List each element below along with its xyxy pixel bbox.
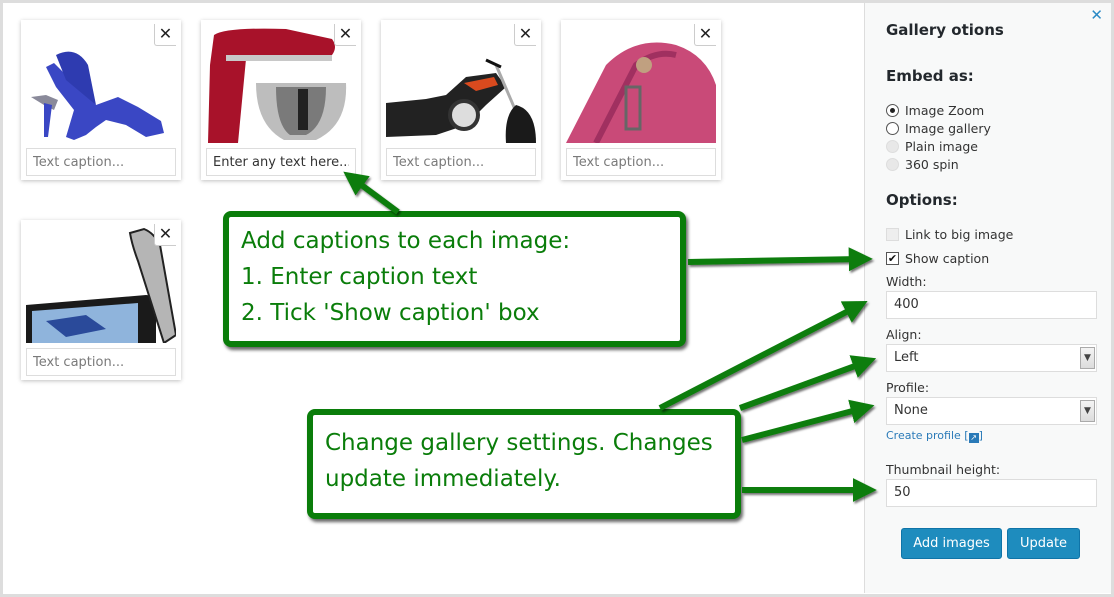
radio-image-zoom[interactable]: Image Zoom bbox=[886, 101, 984, 119]
radio-button[interactable] bbox=[886, 103, 899, 117]
radio-button[interactable] bbox=[886, 121, 899, 135]
checkbox-link-big-image[interactable]: Link to big image bbox=[886, 225, 1013, 243]
gallery-area: ✕ ✕ bbox=[3, 3, 864, 594]
checkbox-show-caption[interactable]: ✔ Show caption bbox=[886, 249, 989, 267]
radio-label: Image Zoom bbox=[905, 102, 985, 118]
checkbox[interactable] bbox=[886, 227, 899, 241]
align-label: Align: bbox=[886, 327, 922, 342]
checkbox-label: Link to big image bbox=[905, 226, 1014, 242]
add-images-button[interactable]: Add images bbox=[901, 528, 1002, 559]
thumbnail-image-pink-purse bbox=[566, 25, 716, 143]
create-profile-link[interactable]: Create profile [↗] bbox=[886, 429, 983, 443]
external-link-icon: ↗ bbox=[968, 433, 979, 443]
create-profile-label: Create profile [ bbox=[886, 429, 969, 442]
callout-line: update immediately. bbox=[325, 466, 561, 492]
radio-label: Plain image bbox=[905, 138, 978, 154]
remove-image-button[interactable]: ✕ bbox=[694, 24, 716, 46]
radio-image-gallery[interactable]: Image gallery bbox=[886, 119, 991, 137]
thumbnail-image-motorcycle bbox=[386, 25, 536, 143]
thumbnail-height-input[interactable]: 50 bbox=[886, 479, 1097, 507]
width-label: Width: bbox=[886, 274, 927, 289]
remove-image-button[interactable]: ✕ bbox=[154, 224, 176, 246]
thumbnail-image-media-player bbox=[26, 225, 176, 343]
options-heading: Options: bbox=[886, 191, 958, 209]
callout-gallery-settings: Change gallery settings. Changes update … bbox=[307, 409, 741, 519]
thumbnail-card: ✕ bbox=[21, 20, 181, 180]
gallery-editor-window: ✕ ✕ bbox=[3, 3, 1111, 594]
embed-as-heading: Embed as: bbox=[886, 67, 974, 85]
radio-label: 360 spin bbox=[905, 156, 959, 172]
caption-input[interactable] bbox=[206, 148, 356, 176]
radio-button[interactable] bbox=[886, 139, 899, 153]
callout-line: Change gallery settings. Changes bbox=[325, 430, 713, 456]
remove-image-button[interactable]: ✕ bbox=[334, 24, 356, 46]
callout-line: 2. Tick 'Show caption' box bbox=[241, 300, 540, 326]
callout-add-captions: Add captions to each image: 1. Enter cap… bbox=[223, 211, 686, 347]
caption-input[interactable] bbox=[26, 148, 176, 176]
thumbnail-card: ✕ bbox=[381, 20, 541, 180]
create-profile-suffix: ] bbox=[978, 429, 983, 442]
chevron-down-icon[interactable]: ▼ bbox=[1080, 400, 1095, 422]
radio-plain-image[interactable]: Plain image bbox=[886, 137, 978, 155]
checkbox-label: Show caption bbox=[905, 250, 990, 266]
align-select[interactable]: Left ▼ bbox=[886, 344, 1097, 372]
remove-image-button[interactable]: ✕ bbox=[154, 24, 176, 46]
profile-select[interactable]: None ▼ bbox=[886, 397, 1097, 425]
radio-360-spin[interactable]: 360 spin bbox=[886, 155, 959, 173]
profile-value: None bbox=[894, 403, 928, 418]
caption-input[interactable] bbox=[566, 148, 716, 176]
chevron-down-icon[interactable]: ▼ bbox=[1080, 347, 1095, 369]
thumbnail-image-red-mixer bbox=[206, 25, 356, 143]
callout-line: 1. Enter caption text bbox=[241, 264, 478, 290]
checkbox-checked-icon[interactable]: ✔ bbox=[886, 251, 899, 265]
align-value: Left bbox=[894, 350, 919, 365]
thumbnail-card: ✕ bbox=[561, 20, 721, 180]
thumbnail-card: ✕ bbox=[201, 20, 361, 180]
thumbnail-image-blue-shoe bbox=[26, 25, 176, 143]
callout-line: Add captions to each image: bbox=[241, 228, 571, 254]
update-button[interactable]: Update bbox=[1007, 528, 1080, 559]
width-input[interactable]: 400 bbox=[886, 291, 1097, 319]
gallery-options-sidebar: ✕ Gallery otions Embed as: Image Zoom Im… bbox=[864, 3, 1111, 593]
remove-image-button[interactable]: ✕ bbox=[514, 24, 536, 46]
caption-input[interactable] bbox=[26, 348, 176, 376]
thumbnail-height-label: Thumbnail height: bbox=[886, 462, 1001, 477]
sidebar-title: Gallery otions bbox=[886, 21, 1004, 39]
close-icon[interactable]: ✕ bbox=[1090, 6, 1103, 24]
radio-button[interactable] bbox=[886, 157, 899, 171]
thumbnail-card: ✕ bbox=[21, 220, 181, 380]
caption-input[interactable] bbox=[386, 148, 536, 176]
profile-label: Profile: bbox=[886, 380, 930, 395]
radio-label: Image gallery bbox=[905, 120, 991, 136]
